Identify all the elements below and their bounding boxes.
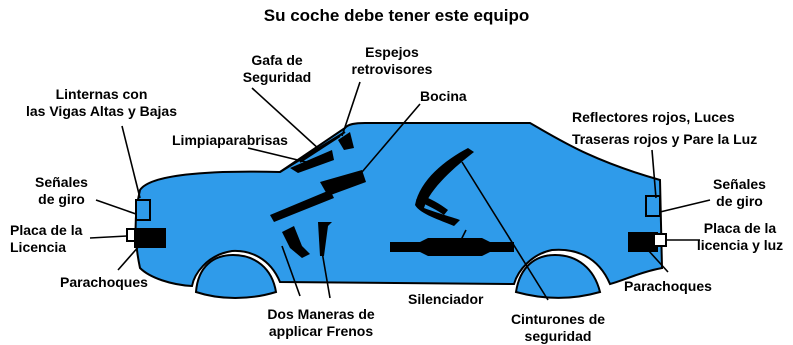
- seat-belt-buckle: [416, 195, 448, 215]
- rear-bumper: [628, 232, 658, 252]
- front-wheel: [194, 253, 278, 299]
- label-license-rear: Placa de la licencia y luz: [696, 220, 784, 253]
- label-safety-glass: Gafa de Seguridad: [242, 52, 312, 85]
- car-body: [134, 122, 664, 288]
- label-brakes: Dos Maneras de applicar Frenos: [267, 306, 375, 339]
- label-turn-signals-front: Señales de giro: [35, 174, 88, 207]
- label-reflectors: Reflectores rojos, Luces Traseras rojos …: [572, 109, 758, 147]
- front-headlight: [135, 199, 151, 221]
- brake-pedal: [282, 226, 310, 258]
- rear-wheel: [514, 253, 602, 299]
- muffler: [390, 238, 514, 256]
- seat-belt-shape: [415, 148, 474, 226]
- label-turn-signals-rear: Señales de giro: [713, 176, 766, 209]
- diagram-title: Su coche debe tener este equipo: [263, 6, 530, 25]
- label-bumper-front: Parachoques: [60, 274, 148, 290]
- rearview-mirror: [338, 132, 354, 150]
- leader-lines: [89, 81, 711, 301]
- windshield-wiper: [290, 150, 334, 173]
- horn: [320, 170, 366, 196]
- label-headlights: Linternas con las Vigas Altas y Bajas: [26, 86, 177, 119]
- steering-column: [270, 190, 334, 222]
- rear-license-plate: [653, 233, 667, 247]
- label-seat-belts: Cinturones de seguridad: [510, 311, 606, 344]
- label-horn: Bocina: [420, 88, 467, 104]
- label-license-front: Placa de la Licencia: [10, 222, 83, 255]
- front-bumper: [134, 228, 166, 248]
- label-mirrors: Espejos retrovisores: [351, 44, 433, 77]
- rear-taillight: [645, 195, 661, 217]
- label-wipers: Limpiaparabrisas: [172, 132, 288, 148]
- label-muffler: Silenciador: [408, 291, 484, 307]
- label-bumper-rear: Parachoques: [624, 278, 712, 294]
